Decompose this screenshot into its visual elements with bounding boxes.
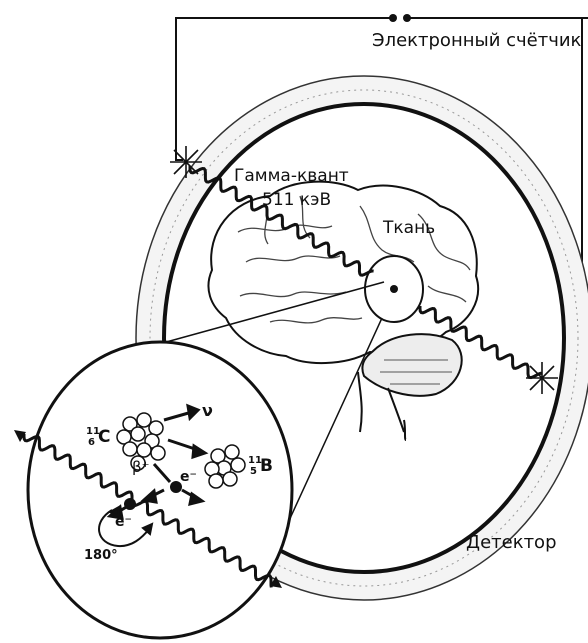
- tissue-spot: [365, 256, 423, 322]
- detector-hit-left: [170, 146, 202, 178]
- electron-label: e⁻: [115, 514, 132, 530]
- carbon-symbol: C: [98, 427, 110, 447]
- isotope-boron-label: 11 5 B: [248, 455, 278, 481]
- boron-symbol: B: [260, 456, 273, 476]
- boron-atomic-number: 5: [250, 466, 257, 477]
- gamma-label: Гамма-квант: [234, 166, 349, 186]
- neutrino-label: ν: [202, 401, 213, 420]
- isotope-carbon-label: 11 6 C: [86, 426, 116, 452]
- positron-label: e⁻: [180, 469, 197, 485]
- inset-circle: [28, 342, 292, 638]
- energy-label: 511 кэВ: [262, 190, 331, 210]
- beta-plus-label: β⁺: [132, 458, 150, 476]
- detector-label: Детектор: [466, 532, 557, 553]
- carbon-atomic-number: 6: [88, 437, 95, 448]
- counter-dots: [389, 14, 411, 22]
- tissue-label: Ткань: [383, 218, 435, 238]
- detector-hit-right: [526, 362, 558, 394]
- angle-label: 180°: [84, 548, 118, 563]
- counter-label: Электронный счётчик: [372, 30, 581, 51]
